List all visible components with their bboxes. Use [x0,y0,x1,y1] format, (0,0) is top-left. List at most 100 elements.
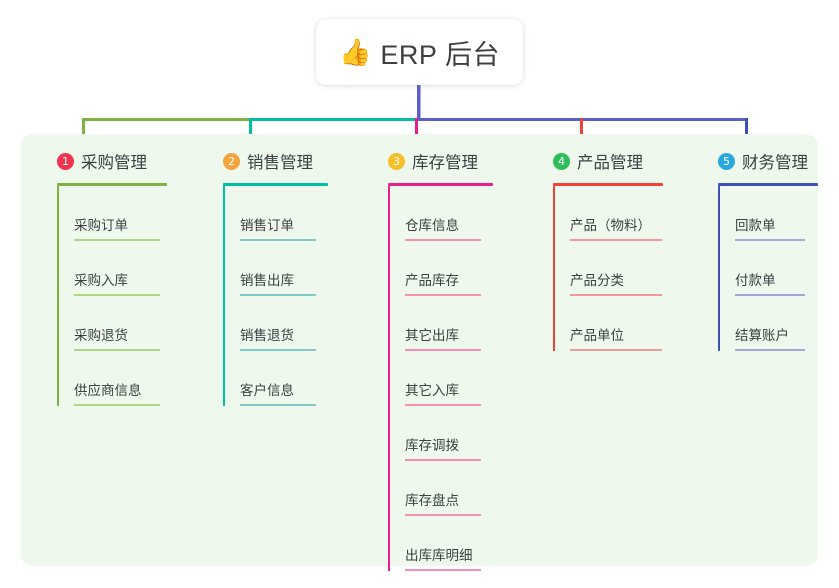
branch-item[interactable]: 销售订单 [223,186,353,241]
branch-item-label: 出库库明细 [405,548,473,564]
branch-item-rule [405,239,481,241]
branch-item-label: 客户信息 [240,383,294,399]
branch-item-label: 回款单 [735,218,776,234]
branch-spine [553,186,555,351]
branch-item-label: 库存盘点 [405,493,459,509]
branch-spine [388,186,390,571]
branch-item[interactable]: 供应商信息 [57,351,187,406]
root-node[interactable]: 👍 ERP 后台 [316,19,523,85]
branch-item-rule [735,239,805,241]
branch-item-label: 销售订单 [240,218,294,234]
branch-item-rule [74,239,160,241]
branch-header-3[interactable]: 3 库存管理 [388,134,518,177]
branch-item-label: 销售退货 [240,328,294,344]
branch-item-label: 其它出库 [405,328,459,344]
branch-item[interactable]: 客户信息 [223,351,353,406]
branch-column-4: 4 产品管理产品（物料） 产品分类产品单位 [518,134,683,566]
branch-item-rule [570,349,662,351]
branch-item-rule [735,294,805,296]
branch-item-rule [735,349,805,351]
branch-item[interactable]: 回款单 [718,186,818,241]
branch-item-label: 结算账户 [735,328,789,344]
branch-column-2: 2 销售管理销售订单销售出库销售退货客户信息 [187,134,353,566]
branch-item-rule [405,514,481,516]
bus-segment-1 [82,118,249,121]
branch-item-label: 销售出库 [240,273,294,289]
thumbs-up-icon: 👍 [339,37,372,67]
branch-item[interactable]: 采购退货 [57,296,187,351]
branch-item-rule [570,294,662,296]
branch-item[interactable]: 出库库明细 [388,516,518,571]
branch-item-rule [405,404,481,406]
branch-number-badge: 5 [718,152,735,170]
root-title: ERP 后台 [380,39,500,70]
branch-item[interactable]: 销售出库 [223,241,353,296]
branch-item-rule [74,349,160,351]
branch-header-rule [388,183,493,186]
branch-header-2[interactable]: 2 销售管理 [223,134,353,177]
branch-item-rule [240,404,316,406]
branch-number-badge: 2 [223,152,240,170]
bus-segment-3 [415,118,746,121]
branch-item-label: 产品（物料） [570,218,651,234]
branch-item-label: 库存调拨 [405,438,459,454]
branch-column-3: 3 库存管理仓库信息产品库存其它出库其它入库库存调拨库存盘点出库库明细 [353,134,518,571]
branch-spine [57,186,59,406]
bus-segment-2 [249,118,415,121]
branch-item-label: 采购入库 [74,273,128,289]
branch-item-list: 销售订单销售出库销售退货客户信息 [223,186,353,406]
branch-item[interactable]: 付款单 [718,241,818,296]
branch-item[interactable]: 产品库存 [388,241,518,296]
branch-item-list: 产品（物料） 产品分类产品单位 [553,186,683,351]
branch-item-label: 采购订单 [74,218,128,234]
branch-number-badge: 3 [388,152,405,170]
branch-header-4[interactable]: 4 产品管理 [553,134,683,177]
branch-item-list: 采购订单采购入库采购退货供应商信息 [57,186,187,406]
branch-item-rule [405,569,481,571]
branch-item-rule [405,459,481,461]
branch-title: 销售管理 [247,154,313,172]
branch-header-rule [718,183,818,186]
branch-item-label: 采购退货 [74,328,128,344]
branch-item-list: 仓库信息产品库存其它出库其它入库库存调拨库存盘点出库库明细 [388,186,518,571]
branch-header-rule [553,183,663,186]
branch-number-badge: 4 [553,152,570,170]
branch-header-rule [223,183,328,186]
branch-item-label: 产品单位 [570,328,624,344]
branch-item[interactable]: 其它出库 [388,296,518,351]
branch-header-rule [57,183,167,186]
root-trunk-line [417,85,421,120]
branch-item-rule [570,239,662,241]
branch-title: 采购管理 [81,154,147,172]
branch-item[interactable]: 产品分类 [553,241,683,296]
branch-item-label: 供应商信息 [74,383,142,399]
branch-item-list: 回款单付款单结算账户 [718,186,818,351]
branch-item[interactable]: 采购入库 [57,241,187,296]
branch-item-rule [74,294,160,296]
branch-item[interactable]: 仓库信息 [388,186,518,241]
branch-item[interactable]: 其它入库 [388,351,518,406]
branch-item-rule [74,404,160,406]
branch-item[interactable]: 采购订单 [57,186,187,241]
branch-item-rule [405,294,481,296]
branch-item[interactable]: 结算账户 [718,296,818,351]
branch-item-label: 仓库信息 [405,218,459,234]
branch-item[interactable]: 产品（物料） [553,186,683,241]
branch-item[interactable]: 产品单位 [553,296,683,351]
branch-item-rule [405,349,481,351]
branch-item[interactable]: 库存盘点 [388,461,518,516]
branch-item[interactable]: 销售退货 [223,296,353,351]
branch-item[interactable]: 库存调拨 [388,406,518,461]
branch-spine [223,186,225,406]
branch-item-rule [240,239,316,241]
branch-item-rule [240,294,316,296]
branch-title: 产品管理 [577,154,643,172]
branch-item-label: 产品分类 [570,273,624,289]
branch-item-label: 其它入库 [405,383,459,399]
branch-title: 库存管理 [412,154,478,172]
